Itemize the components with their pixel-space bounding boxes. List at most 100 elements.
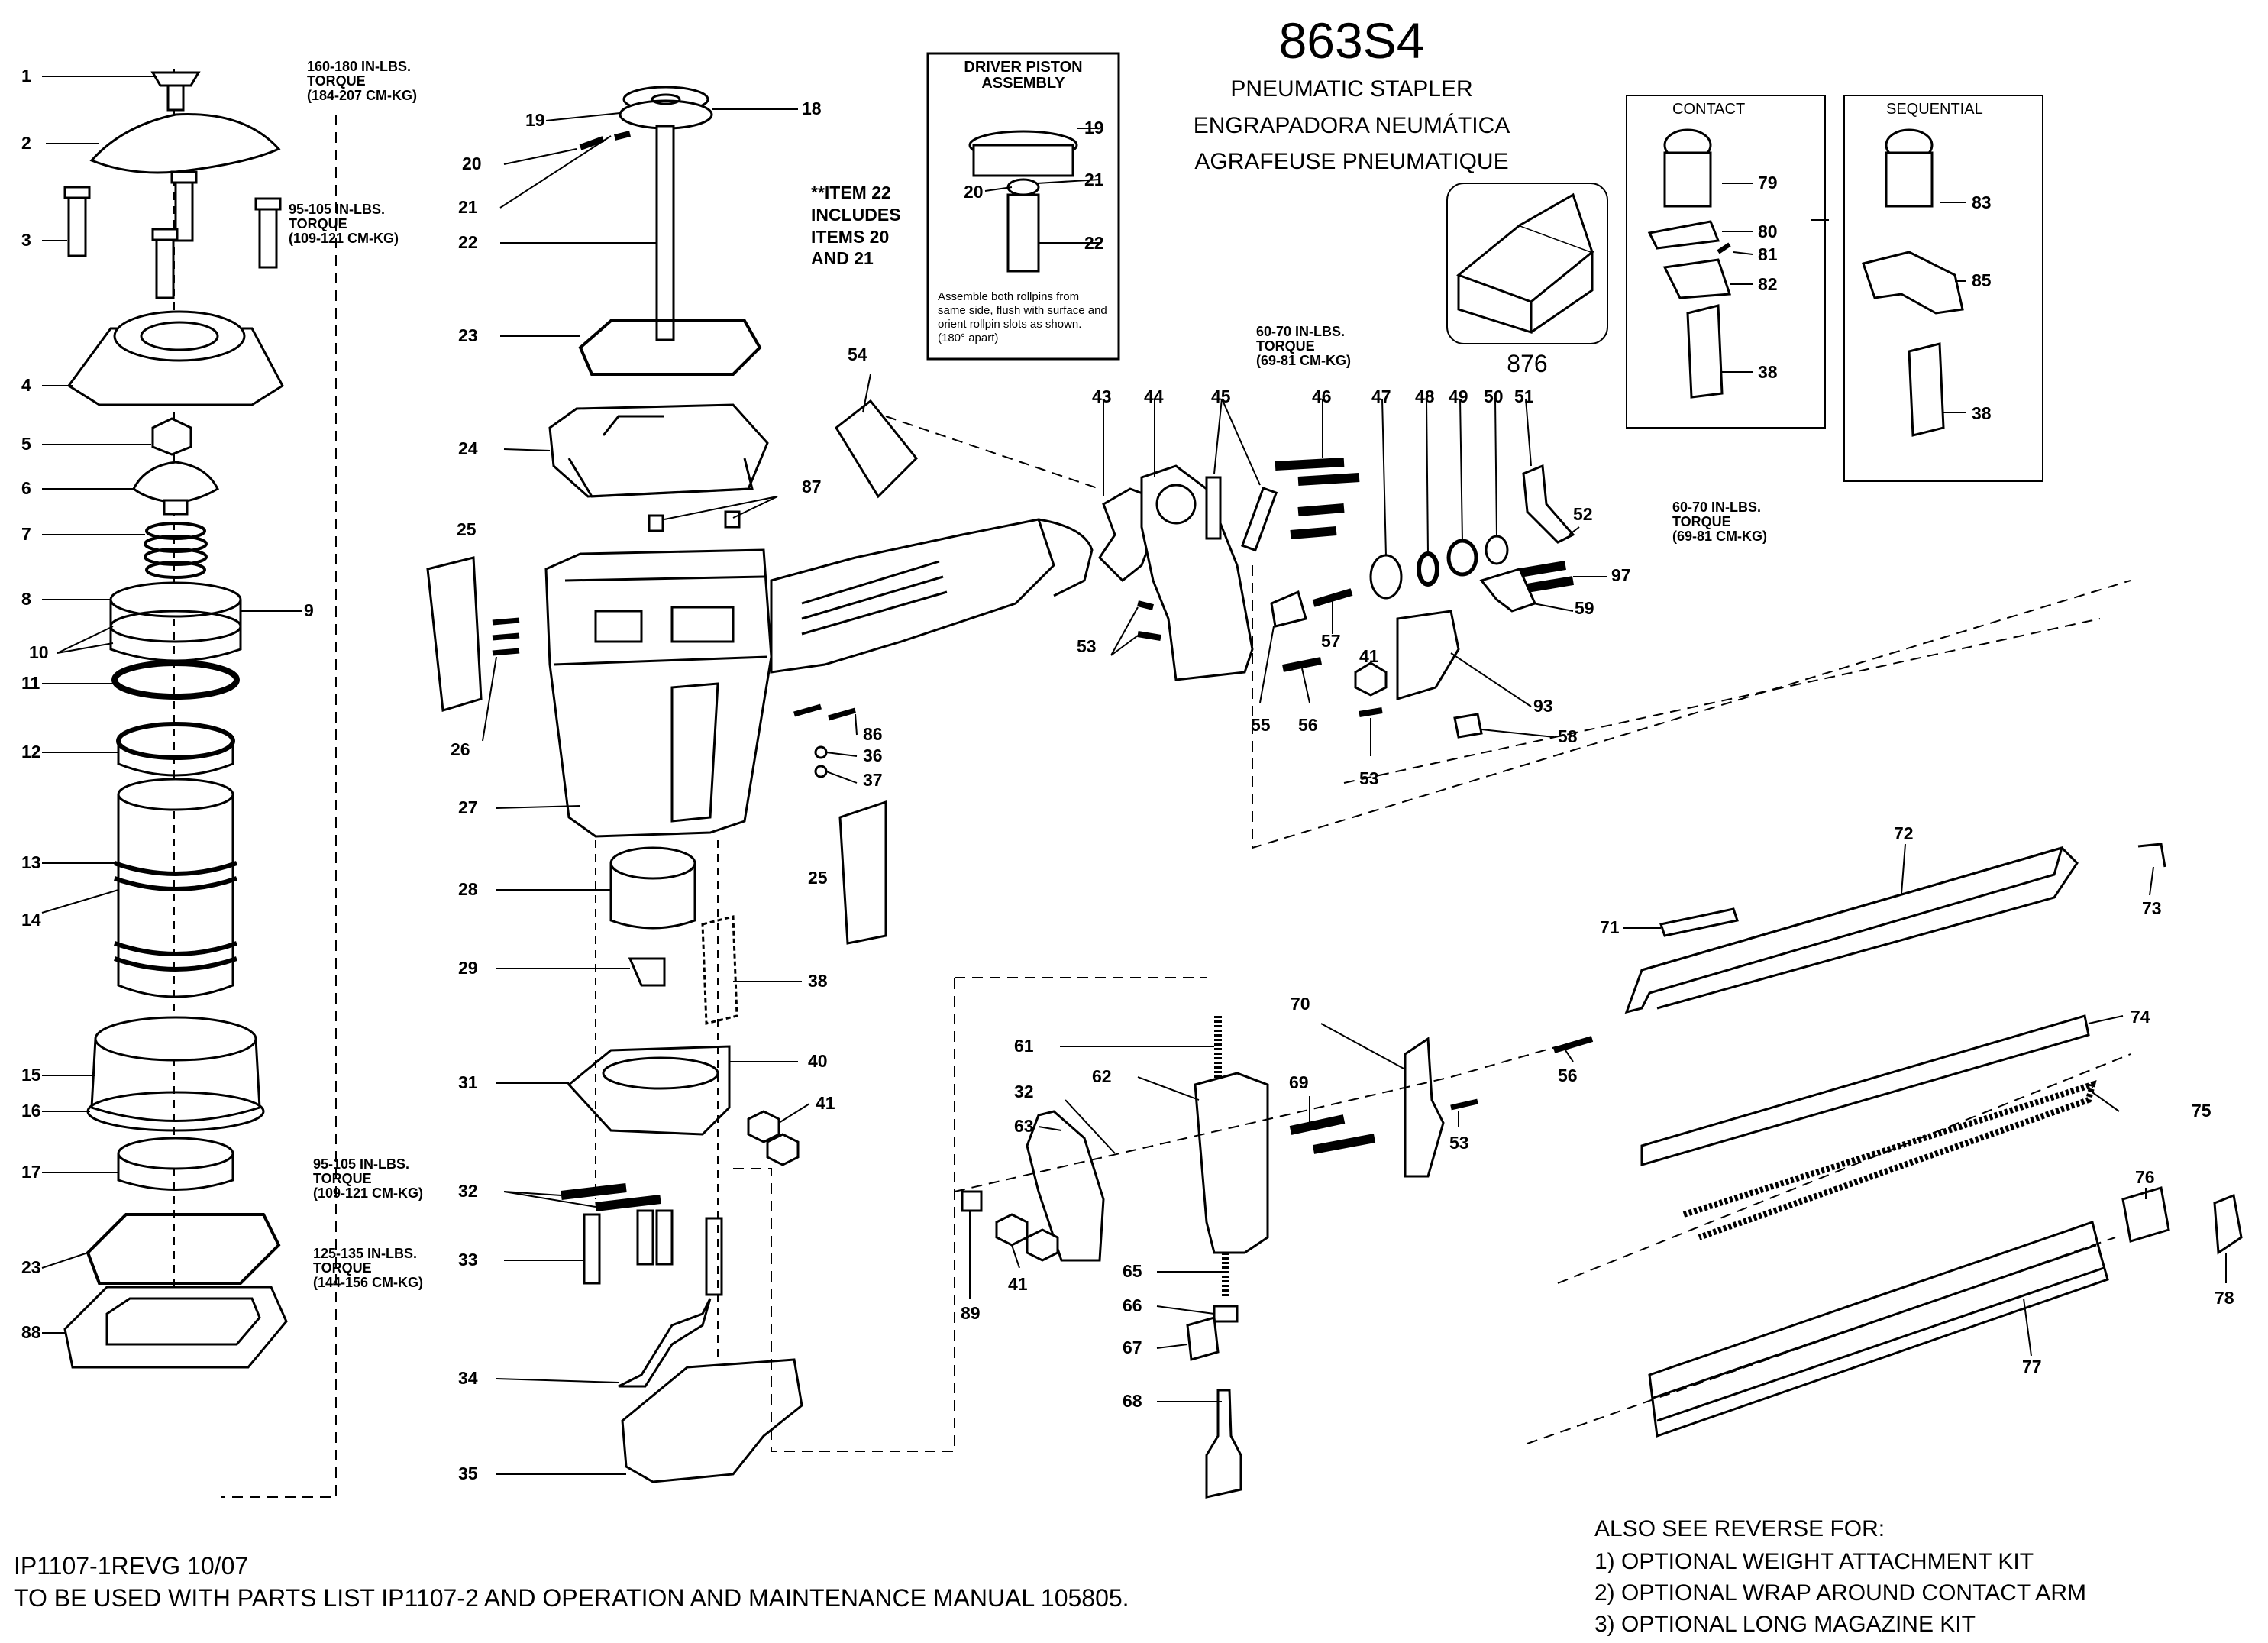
label-81: 81: [1758, 244, 1778, 264]
part-label-58: 58: [1558, 726, 1578, 746]
part-label-25-right: 25: [808, 868, 828, 888]
piston-inset-title: DRIVER PISTON ASSEMBLY: [964, 59, 1083, 92]
part-label-70: 70: [1291, 994, 1310, 1014]
label-38-contact: 38: [1758, 362, 1778, 382]
part-label-71: 71: [1600, 917, 1620, 937]
piston-inset-frame: [926, 52, 1120, 361]
piston-inset-drawing: [968, 128, 1100, 273]
part-label-7: 7: [21, 524, 31, 544]
part-label-53-c: 53: [1449, 1133, 1469, 1153]
kit-label-876: 876: [1507, 350, 1548, 377]
part-label-89: 89: [961, 1303, 981, 1323]
part-label-19: 19: [525, 110, 545, 130]
kit-box-frame: [1446, 183, 1608, 344]
part-label-12: 12: [21, 742, 41, 762]
part-label-62: 62: [1092, 1066, 1112, 1086]
trigger-parts: [1098, 458, 2131, 849]
part-label-35: 35: [458, 1463, 478, 1483]
part-label-48: 48: [1415, 386, 1435, 406]
part-label-26: 26: [451, 739, 470, 759]
torque-note-1: 160-180 IN-LBS. TORQUE (184-207 CM-KG): [307, 59, 418, 103]
left-leader-lines: [41, 76, 302, 1334]
part-label-15: 15: [21, 1065, 41, 1085]
part-label-55: 55: [1251, 715, 1271, 735]
part-label-9: 9: [304, 600, 314, 620]
part-label-33: 33: [458, 1250, 478, 1269]
part-label-20: 20: [462, 154, 482, 173]
part-label-47: 47: [1371, 386, 1391, 406]
part-label-69: 69: [1289, 1072, 1309, 1092]
part-label-56-b: 56: [1558, 1066, 1578, 1085]
part-label-61: 61: [1014, 1036, 1034, 1056]
part-label-32-magazine: 32: [1014, 1082, 1034, 1101]
title-spanish: ENGRAPADORA NEUMÁTICA: [1193, 113, 1510, 138]
center-column-parts: [426, 86, 1100, 1483]
label-79: 79: [1758, 173, 1778, 192]
torque-note-3: 95-105 IN-LBS. TORQUE (109-121 CM-KG): [313, 1156, 424, 1201]
part-label-36: 36: [863, 745, 883, 765]
part-label-49: 49: [1449, 386, 1468, 406]
contact-title: CONTACT: [1672, 101, 1746, 118]
part-label-27: 27: [458, 797, 478, 817]
part-label-16: 16: [21, 1101, 41, 1121]
footer-usage: TO BE USED WITH PARTS LIST IP1107-2 AND …: [14, 1584, 1129, 1612]
part-label-88: 88: [21, 1322, 41, 1342]
part-label-53-b: 53: [1359, 768, 1379, 788]
part-label-29: 29: [458, 958, 478, 978]
part-label-41-trigger: 41: [1359, 646, 1379, 666]
option-2: 2) OPTIONAL WRAP AROUND CONTACT ARM: [1594, 1580, 2086, 1606]
part-label-1: 1: [21, 66, 31, 86]
part-label-17: 17: [21, 1162, 41, 1182]
part-label-65: 65: [1123, 1261, 1142, 1281]
part-label-67: 67: [1123, 1337, 1142, 1357]
kit-box-drawing: [1456, 192, 1594, 335]
part-label-37: 37: [863, 770, 883, 790]
piston-inset-caption: Assemble both rollpins from same side, f…: [938, 290, 1107, 344]
torque-note-5: 60-70 IN-LBS. TORQUE (69-81 CM-KG): [1256, 324, 1352, 368]
part-label-13: 13: [21, 852, 41, 872]
part-label-78: 78: [2215, 1288, 2234, 1308]
part-label-4: 4: [21, 375, 31, 395]
label-85: 85: [1972, 270, 1992, 290]
part-label-66: 66: [1123, 1295, 1142, 1315]
part-label-28: 28: [458, 879, 478, 899]
trigger-inset-drawing: [1647, 128, 1966, 437]
part-label-2: 2: [21, 133, 31, 153]
sequential-frame: [1843, 95, 2043, 482]
part-label-44: 44: [1144, 386, 1164, 406]
inset-label-22: 22: [1084, 233, 1104, 253]
part-label-56-a: 56: [1298, 715, 1318, 735]
center-leader-lines: [482, 108, 871, 1475]
part-label-54: 54: [848, 344, 867, 364]
part-label-34: 34: [458, 1368, 478, 1388]
magazine-leader-lines: [969, 843, 2227, 1402]
part-label-24: 24: [458, 438, 478, 458]
part-label-97: 97: [1611, 565, 1631, 585]
part-label-3: 3: [21, 230, 31, 250]
part-label-23-left: 23: [21, 1257, 41, 1277]
part-label-76: 76: [2135, 1167, 2155, 1187]
part-label-41-magazine: 41: [1008, 1274, 1028, 1294]
part-label-68: 68: [1123, 1391, 1142, 1411]
option-3: 3) OPTIONAL LONG MAGAZINE KIT: [1594, 1612, 1976, 1637]
part-label-53-a: 53: [1077, 636, 1097, 656]
label-83: 83: [1972, 192, 1992, 212]
part-label-75: 75: [2192, 1101, 2211, 1121]
part-label-93: 93: [1533, 696, 1553, 716]
sequential-title: SEQUENTIAL: [1886, 101, 1983, 118]
part-label-50: 50: [1484, 386, 1504, 406]
part-label-59: 59: [1575, 598, 1594, 618]
part-label-10: 10: [29, 642, 49, 662]
part-label-38: 38: [808, 971, 828, 991]
inset-label-20: 20: [964, 182, 984, 202]
part-label-14: 14: [21, 910, 41, 930]
part-label-45: 45: [1211, 386, 1231, 406]
part-label-22: 22: [458, 232, 478, 252]
part-label-25-left: 25: [457, 519, 477, 539]
item22-note: **ITEM 22 INCLUDES ITEMS 20 AND 21: [811, 183, 901, 269]
part-label-86: 86: [863, 724, 883, 744]
model-title: 863S4: [1278, 12, 1425, 69]
part-label-5: 5: [21, 434, 31, 454]
torque-note-6: 60-70 IN-LBS. TORQUE (69-81 CM-KG): [1672, 500, 1768, 544]
